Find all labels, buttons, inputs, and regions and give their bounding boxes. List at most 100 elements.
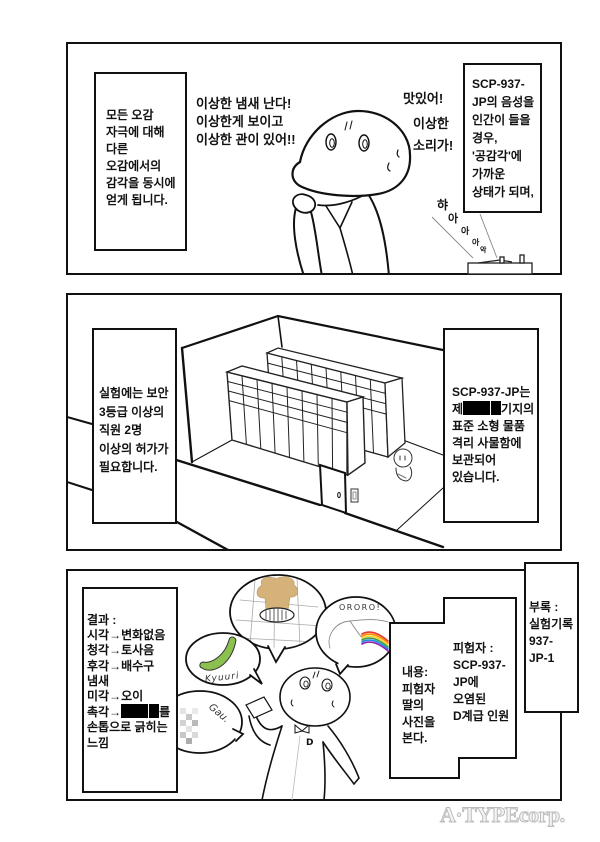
- caption-line: 오염된: [453, 692, 487, 706]
- caption-line: 자극에 대해: [106, 125, 165, 139]
- locker-cabinet-front: [224, 365, 366, 477]
- room-door: [318, 463, 348, 515]
- thought-bubble-censored: [157, 690, 245, 754]
- blush-marks: [312, 670, 320, 679]
- round-head: [279, 667, 351, 727]
- door-knob: [337, 492, 341, 498]
- redacted-line-before: 촉각→: [87, 705, 122, 720]
- fist-at-chin: [292, 193, 317, 214]
- caption-line: SCP-937-: [453, 658, 506, 672]
- caption-line: JP의 음성을: [472, 95, 535, 109]
- sound-effect-char: 아: [472, 238, 480, 247]
- dialogue-line: 맛있어!: [403, 91, 444, 106]
- caption-box-appendix: 부록 : 실험기록 937- JP-1: [524, 562, 579, 713]
- daughter-photo: [245, 696, 273, 719]
- caption-text-content: 내용: 피험자 딸의 사진을 본다.: [402, 664, 435, 747]
- caption-line: 시각→변화없음: [87, 628, 166, 643]
- caption-line: 얻게 됩니다.: [106, 193, 168, 207]
- caption-line: JP에: [453, 675, 479, 689]
- dialogue-line: 이상한: [413, 116, 449, 131]
- caption-line: 손톱으로 긁히는: [87, 720, 168, 735]
- sweat-drops: [290, 699, 335, 708]
- caption-line: 청각→토사음: [87, 643, 155, 658]
- caption-line: 이상의 허가가: [99, 441, 169, 456]
- caption-line: '공감각'에: [472, 149, 522, 163]
- thought-bubble-drain: [229, 574, 327, 664]
- redacted-line-before: 제: [452, 402, 464, 416]
- pixelated-image: [180, 708, 198, 744]
- caption-line: 보관되어: [452, 453, 497, 467]
- stink-blob: [256, 576, 299, 611]
- caption-line: 인간이 들을: [472, 113, 531, 127]
- redaction-bar: [121, 704, 160, 719]
- caption-box-results: 결과 : 시각→변화없음 청각→토사음 후각→배수구 냄새 미각→오이 촉각→를…: [82, 587, 178, 793]
- caption-line: 감각을 동시에: [106, 176, 176, 190]
- caption-line: 가까운: [472, 167, 506, 181]
- small-researcher-figure: [393, 448, 413, 482]
- caption-line: 피험자: [402, 681, 436, 696]
- caption-line: 경우,: [472, 131, 498, 145]
- caption-text: SCP-937- JP의 음성을 인간이 들을 경우, '공감각'에 가까운 상…: [472, 75, 534, 201]
- caption-line: 사진을: [402, 714, 436, 729]
- caption-line: 미각→오이: [87, 689, 144, 704]
- caption-line: 3등급 이상의: [99, 404, 165, 419]
- sound-effect-char: 아: [461, 226, 470, 236]
- caption-text: 실험에는 보안 3등급 이상의 직원 2명 이상의 허가가 필요합니다.: [99, 384, 169, 477]
- caption-box-voice-effect: SCP-937- JP의 음성을 인간이 들을 경우, '공감각'에 가까운 상…: [463, 63, 542, 213]
- caption-line-redacted: 촉각→ 를: [87, 704, 170, 720]
- dialogue-strange-sensations: 이상한 냄새 난다! 이상한게 보이고 이상한 관이 있어!!: [196, 95, 296, 149]
- thought-bubble-cucumber: [185, 632, 263, 686]
- caption-line: 격리 사물함에: [452, 436, 522, 450]
- caption-line: 다른: [106, 142, 129, 156]
- cucumber: [199, 636, 237, 671]
- caption-line: 오감에서의: [106, 159, 162, 173]
- redacted-line-after: 기지의: [501, 402, 535, 416]
- caption-text: 부록 : 실험기록 937- JP-1: [529, 599, 573, 667]
- panel-1-character: [291, 109, 412, 274]
- redacted-line-after: 를: [159, 705, 171, 720]
- caption-line: 결과 :: [87, 613, 117, 627]
- caption-line: 실험에는 보안: [99, 386, 169, 400]
- caption-line: 피험자 :: [453, 641, 494, 655]
- watermark-logo: A·TYPEcorp.: [440, 802, 566, 828]
- caption-line: 부록 :: [529, 600, 559, 614]
- sound-effect-char: 햐: [437, 198, 449, 212]
- caption-line: 937-: [529, 634, 554, 648]
- caption-line: 모든 오감: [106, 108, 154, 122]
- spiral-eye-right: [358, 134, 370, 152]
- sound-effect-char: 아: [448, 213, 459, 225]
- caption-box-clearance: 실험에는 보안 3등급 이상의 직원 2명 이상의 허가가 필요합니다.: [92, 328, 177, 524]
- caption-line-redacted: 제 기지의: [452, 401, 534, 418]
- caption-box-synesthesia: 모든 오감 자극에 대해 다른 오감에서의 감각을 동시에 얻게 됩니다.: [94, 72, 187, 251]
- caption-line: 상태가 되며,: [472, 185, 534, 199]
- dialogue-line: 이상한 관이 있어!!: [196, 132, 296, 147]
- caption-text: 모든 오감 자극에 대해 다른 오감에서의 감각을 동시에 얻게 됩니다.: [106, 107, 176, 209]
- spiral-eye-left: [325, 133, 337, 151]
- panel-3-art: [157, 574, 517, 800]
- caption-line: JP-1: [529, 651, 555, 665]
- dialogue-line: 소리가!: [413, 138, 454, 153]
- dialogue-strange-sound: 이상한 소리가!: [413, 113, 453, 157]
- sound-source-device: [431, 213, 533, 275]
- redaction-bar: [463, 401, 502, 415]
- caption-line: SCP-937-: [472, 77, 525, 91]
- keypad: [350, 488, 359, 503]
- caption-text-subject: 피험자 : SCP-937- JP에 오염된 D계급 인원: [453, 640, 509, 725]
- dialogue-line: 이상한 냄새 난다!: [196, 96, 292, 111]
- caption-text: 결과 : 시각→변화없음 청각→토사음 후각→배수구 냄새 미각→오이 촉각→를…: [87, 613, 170, 751]
- spiral-eye-right: [321, 678, 333, 692]
- rainbow-icon: [361, 631, 389, 652]
- dialogue-tasty: 맛있어!: [403, 90, 443, 108]
- caption-line: D계급 인원: [453, 709, 510, 723]
- caption-line: 표준 소형 물품: [452, 419, 525, 433]
- collar-bow: [294, 723, 310, 734]
- dialogue-line: 이상한게 보이고: [196, 114, 284, 129]
- caption-line: 실험기록: [529, 617, 574, 631]
- sweat-drops: [387, 149, 400, 172]
- character-badge: D: [306, 738, 314, 748]
- caption-line: 본다.: [402, 731, 428, 745]
- sound-effect-char: 악: [480, 247, 487, 254]
